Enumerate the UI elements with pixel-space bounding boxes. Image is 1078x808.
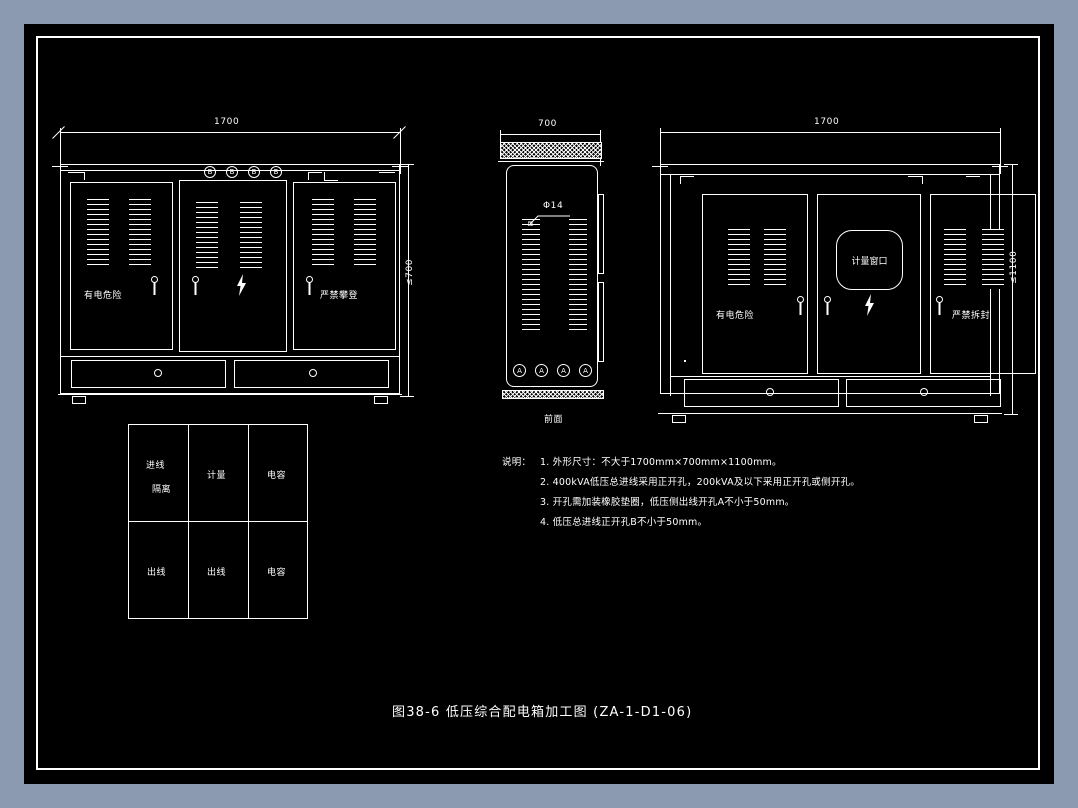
- cad-sheet: 1700 B B B B: [24, 24, 1054, 784]
- sheet-border-frame: [36, 36, 1040, 770]
